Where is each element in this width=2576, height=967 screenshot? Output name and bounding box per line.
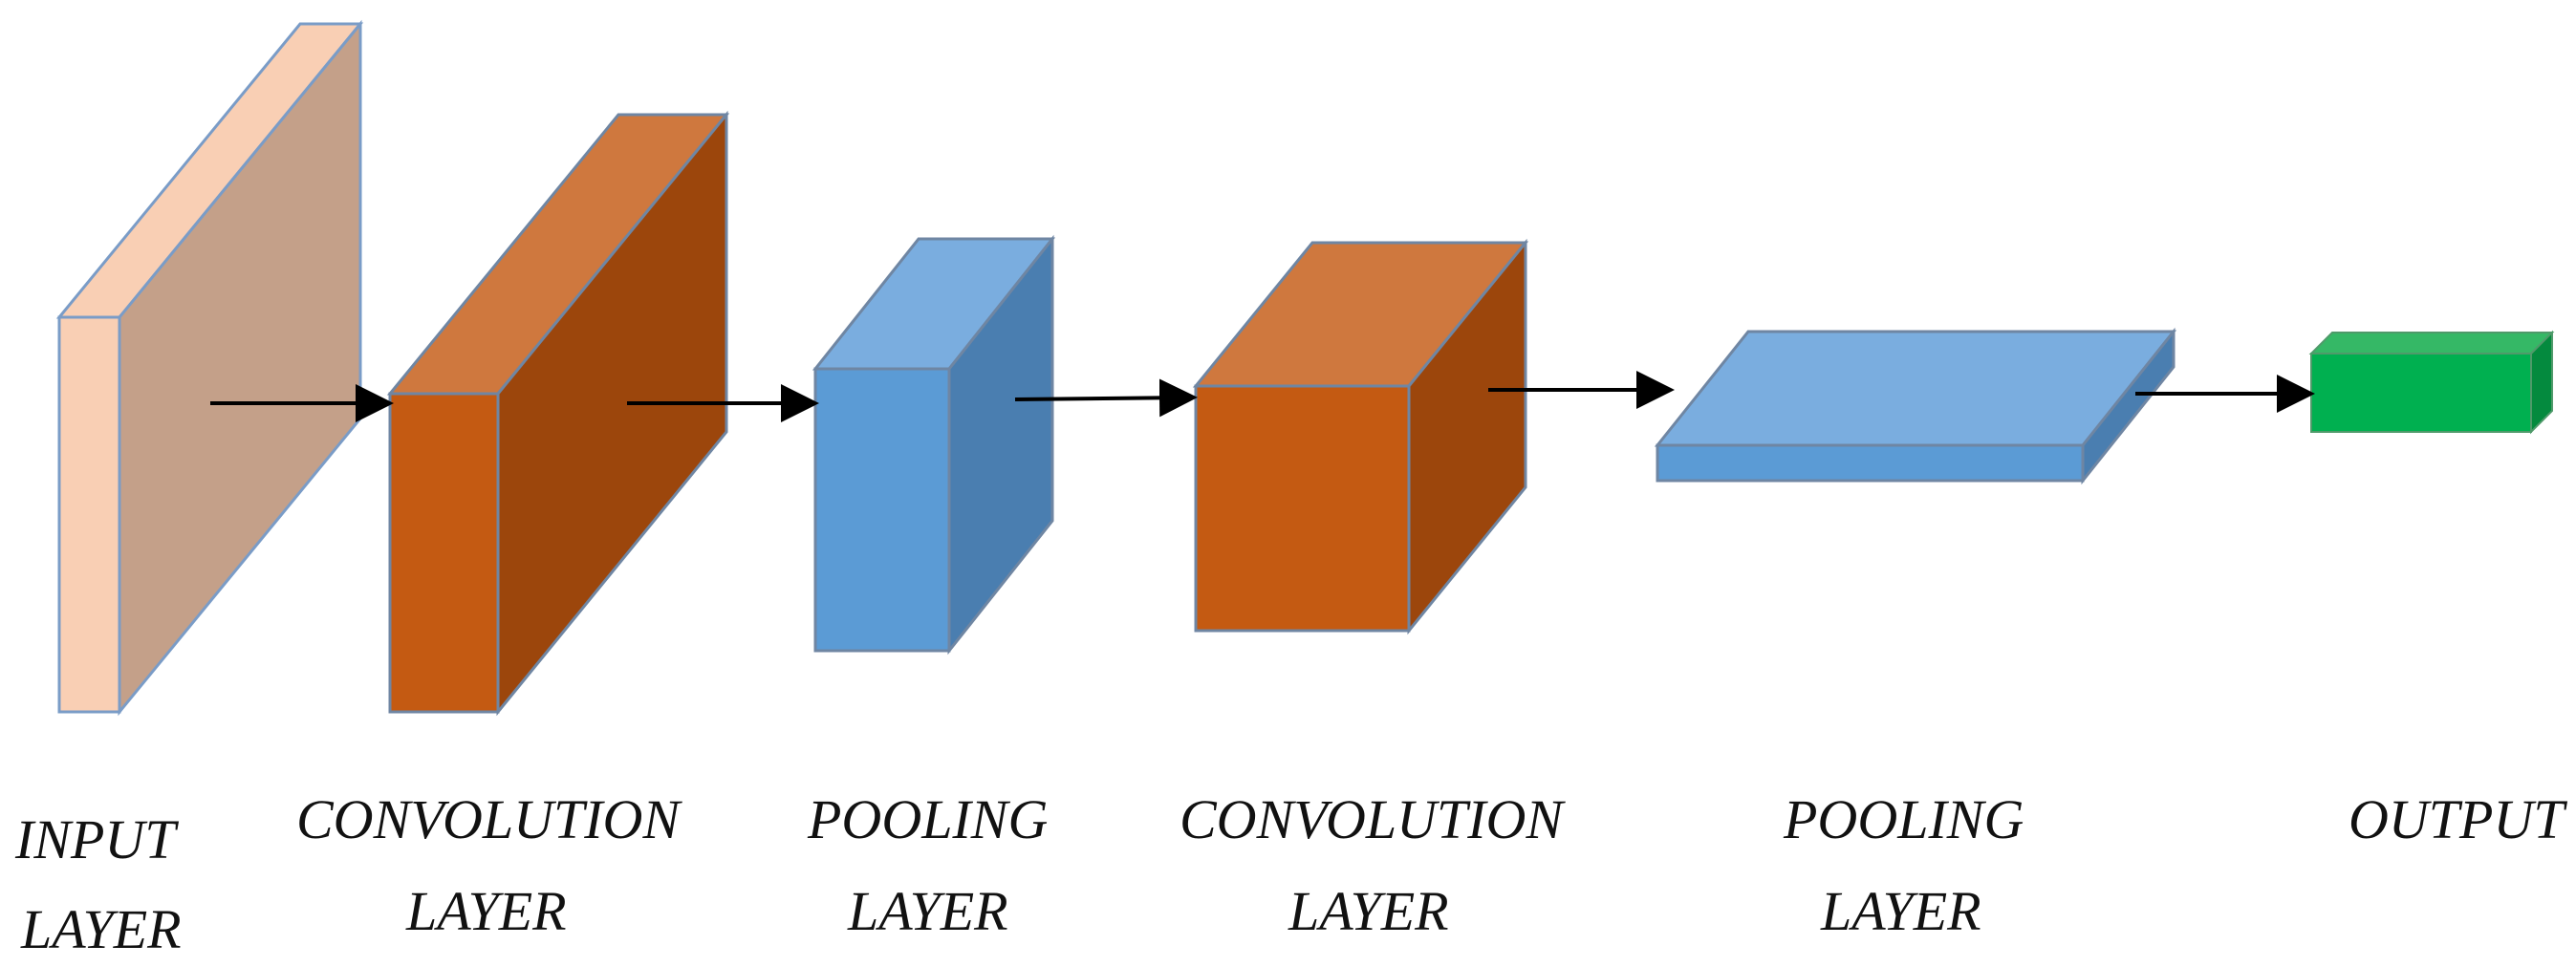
output-top: [2308, 332, 2555, 355]
input-layer-label-line-2: LAYER: [20, 898, 182, 960]
pooling-layer-2-block: [1654, 327, 2177, 485]
output-label: OUTPUT: [2349, 788, 2567, 850]
pooling-layer-1-block: [812, 234, 1056, 655]
pooling-layer-2-front: [1656, 443, 2085, 483]
output-front: [2310, 353, 2532, 433]
convolution-layer-1-front: [388, 392, 500, 714]
input-layer-block: [55, 19, 364, 717]
convolution-layer-2-label-line-1: CONVOLUTION: [1180, 788, 1566, 850]
convolution-layer-2-block: [1192, 238, 1529, 635]
output-block: [2308, 330, 2555, 435]
pooling-layer-2-label-line-1: POOLING: [1783, 788, 2024, 850]
input-layer-label-line-1: INPUT: [14, 808, 179, 870]
input-layer-front: [57, 315, 121, 714]
pooling-layer-2-label-line-2: LAYER: [1820, 880, 1981, 942]
pooling-layer-1-label-line-2: LAYER: [847, 880, 1008, 942]
convolution-layer-1-label-line-1: CONVOLUTION: [296, 788, 682, 850]
pooling-layer-1-front: [813, 367, 951, 653]
arrow-pooling-1-to-convolution-2: [1014, 378, 1198, 418]
convolution-layer-2-label-line-2: LAYER: [1288, 880, 1449, 942]
pooling-layer-1-label-line-1: POOLING: [807, 788, 1048, 850]
convolution-layer-1-label-line-2: LAYER: [405, 880, 567, 942]
convolution-layer-1-block: [386, 110, 730, 717]
convolution-layer-2-front: [1194, 384, 1411, 633]
